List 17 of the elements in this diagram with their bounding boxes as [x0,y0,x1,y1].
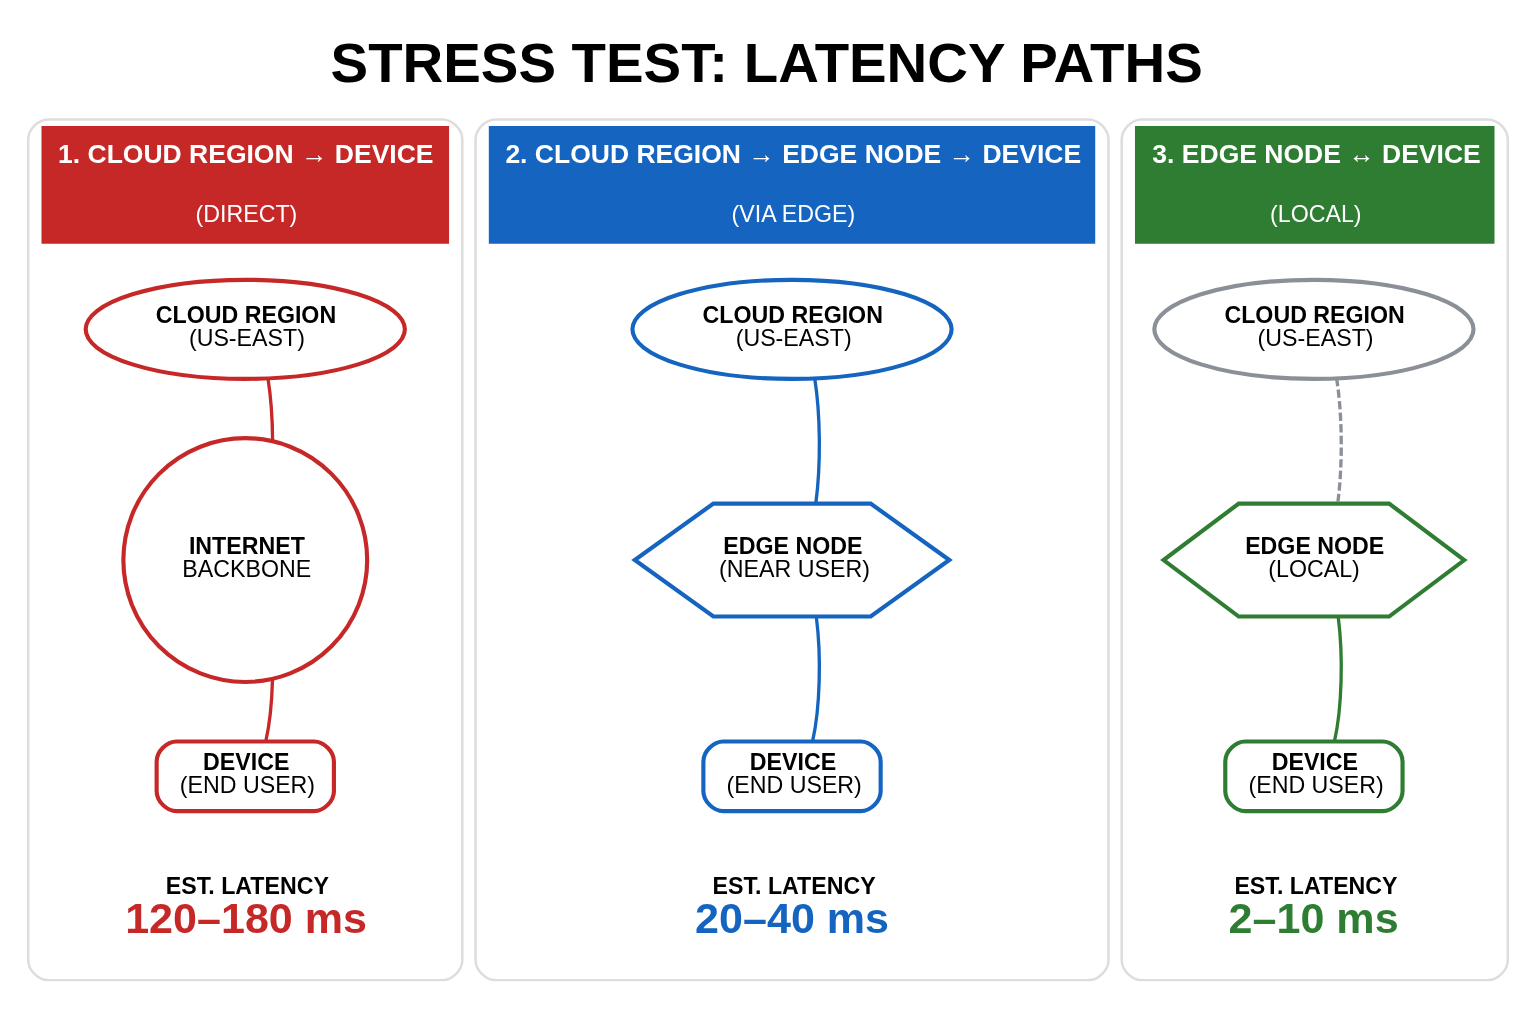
connector [810,615,821,742]
connector [1332,615,1343,742]
node-text: EST. LATENCY 120–180 ms [125,872,368,942]
node-text: EST. LATENCY 2–10 ms [1228,872,1399,942]
node-ellipse: CLOUD REGION (US-EAST) [83,277,407,381]
connector [264,678,275,742]
connector [813,377,821,504]
node-box: DEVICE (END USER) [154,738,336,813]
diagram-title: STRESS TEST: LATENCY PATHS [330,30,1203,94]
connector [266,377,275,441]
node-ellipse: CLOUD REGION (US-EAST) [630,277,954,381]
node-box: DEVICE (END USER) [1223,738,1405,813]
node-circle: INTERNET BACKBONE [121,435,370,684]
node-text: EST. LATENCY 20–40 ms [695,872,890,942]
node-ellipse: CLOUD REGION (US-EAST) [1152,277,1476,381]
node-box: DEVICE (END USER) [701,738,883,813]
connector [1334,377,1343,504]
